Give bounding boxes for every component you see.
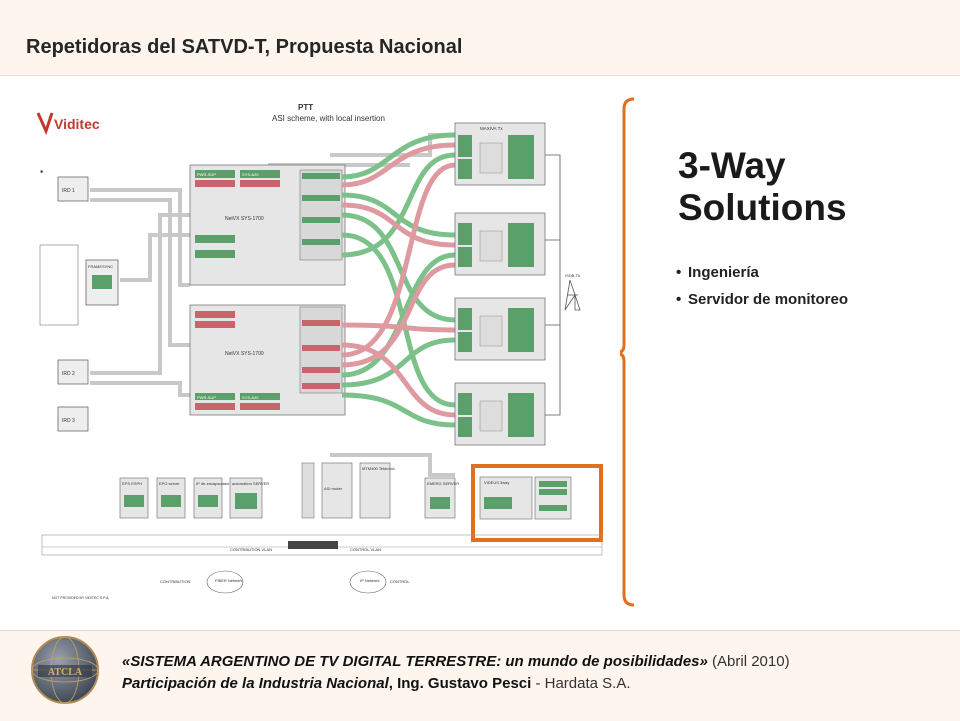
pwr1-label: PWR-SUP	[197, 172, 216, 177]
netvx-top: PWR-SUP SYS-A20 NetVX SYS-1700	[189, 164, 346, 286]
maxiva-tx-3	[454, 297, 546, 361]
automation-label: automation SERVER	[232, 481, 269, 486]
ird3-label: IRD 3	[62, 418, 75, 424]
bullet-icon: •	[676, 264, 682, 281]
features-list: •Ingeniería •Servidor de monitoreo	[676, 264, 848, 318]
heading-line2: Solutions	[678, 187, 847, 228]
eps-label: EPS ESPH	[122, 481, 142, 486]
orange-bracket	[620, 97, 635, 607]
left-devices: IRD 1 IRD 2 IRD 3 FRAMESYNC ✱	[39, 169, 119, 432]
videus-highlight-box	[471, 464, 603, 542]
atcla-logo: ATCLA	[31, 636, 99, 704]
sys1-label: SYS-A20	[242, 172, 259, 177]
netvx-bottom: NetVX SYS-1700 PWR-SUP SYS-A20	[189, 304, 346, 416]
ipnet-label: IP Network	[360, 578, 380, 583]
solutions-heading: 3-Way Solutions	[678, 145, 847, 229]
diagram-title: PTT	[298, 103, 313, 112]
footer-line2: Participación de la Industria Nacional, …	[122, 675, 631, 692]
header-band: Repetidoras del SATVD-T, Propuesta Nacio…	[0, 0, 960, 76]
netvx-top-label: NetVX SYS-1700	[225, 216, 264, 222]
green-signal-paths	[341, 132, 456, 428]
maxiva-label: MAXIVA Tx	[480, 126, 503, 131]
viditec-logo: Viditec	[36, 112, 100, 136]
bullet-icon: •	[676, 291, 682, 308]
contribution-vlan-label: CONTRIBUTION VLAN	[230, 547, 272, 552]
isdbt-label: ISDB-Tb	[565, 273, 581, 278]
diagram-subtitle: ASI scheme, with local insertion	[272, 114, 385, 123]
epg-label: EPG server	[159, 481, 180, 486]
pwr2-label: PWR-SUP	[197, 395, 216, 400]
antenna-icon: ISDB-Tb	[545, 154, 581, 416]
red-signal-paths	[341, 142, 456, 418]
ipdec-label: IP de-encapsulator	[196, 481, 230, 486]
maxiva-tx-1: MAXIVA Tx	[454, 122, 546, 186]
fiber-label: FIBER Network	[215, 578, 243, 583]
videus-label: VIDEUS 3way	[484, 480, 509, 485]
list-item: •Servidor de monitoreo	[676, 291, 849, 308]
contribution-label: CONTRIBUTION	[160, 579, 191, 584]
footer-line1: «SISTEMA ARGENTINO DE TV DIGITAL TERREST…	[122, 653, 790, 670]
framesync-label: FRAMESYNC	[88, 264, 113, 269]
svg-text:✱: ✱	[40, 169, 44, 174]
list-item: •Ingeniería	[676, 264, 759, 281]
bottom-devices: EPS ESPH EPG server IP de-encapsulator a…	[119, 462, 572, 520]
control-vlan-label: CONTROL VLAN	[350, 547, 381, 552]
asirouter-label: ASI router	[324, 486, 343, 491]
note-label: NOT PROVIDED BY VIDITEC S.P.A.	[52, 596, 109, 600]
heading-line1: 3-Way	[678, 145, 786, 186]
ird2-label: IRD 2	[62, 371, 75, 377]
mtm-label: MTM400 Tektronix	[362, 466, 395, 471]
logo-text: ATCLA	[48, 667, 83, 678]
sys2-label: SYS-A20	[242, 395, 259, 400]
network-bus: CONTRIBUTION VLAN CONTROL VLAN FIBER Net…	[41, 534, 603, 600]
ird1-label: IRD 1	[62, 188, 75, 194]
page-title: Repetidoras del SATVD-T, Propuesta Nacio…	[26, 36, 463, 58]
maxiva-tx-2	[454, 212, 546, 276]
netvx-bottom-label: NetVX SYS-1700	[225, 351, 264, 357]
network-diagram: Viditec PTT ASI scheme, with local inser…	[36, 103, 603, 600]
control-label: CONTROL	[390, 579, 410, 584]
maxiva-transmitters: MAXIVA Tx	[454, 122, 546, 446]
maxiva-tx-4	[454, 382, 546, 446]
footer-band	[0, 630, 960, 721]
viditec-label: Viditec	[54, 116, 100, 132]
emerg-label: EMERG SERVER	[427, 481, 459, 486]
